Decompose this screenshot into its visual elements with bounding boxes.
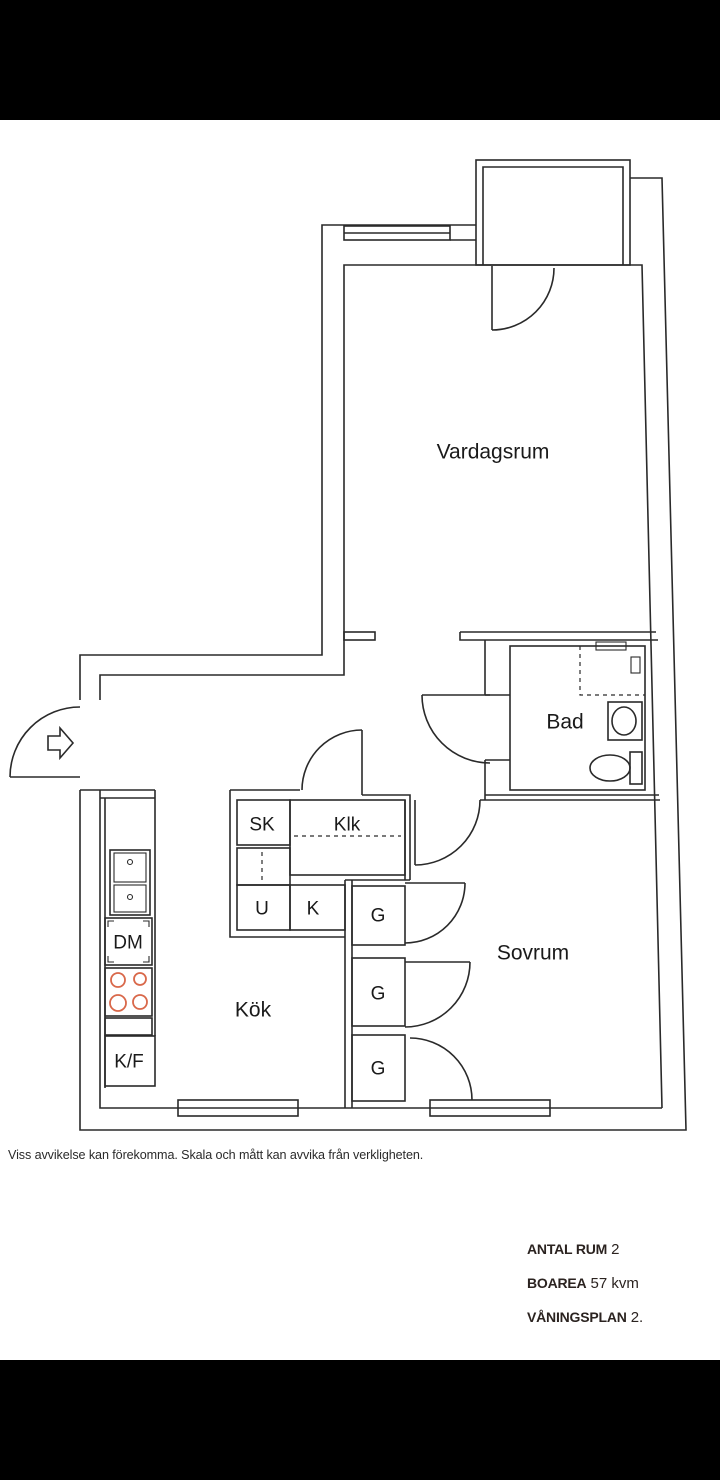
bathroom bbox=[509, 641, 646, 791]
summary-rooms-label: ANTAL RUM bbox=[527, 1241, 608, 1257]
door-entrance bbox=[9, 706, 81, 778]
door-closet-g-2 bbox=[404, 961, 471, 1028]
door-closet-g-1 bbox=[404, 882, 466, 944]
room-label-kok: Kök bbox=[235, 999, 272, 1022]
fridge-freezer bbox=[104, 1035, 156, 1087]
door-balcony bbox=[491, 266, 555, 331]
closet-label-klk: Klk bbox=[334, 815, 361, 836]
room-label-bad: Bad bbox=[546, 711, 583, 734]
door-closet-g-3 bbox=[409, 1037, 473, 1101]
toilet-icon bbox=[589, 751, 643, 785]
shelf-icon bbox=[595, 641, 627, 651]
floor-plan-sheet bbox=[0, 120, 720, 1360]
closet-g-2 bbox=[351, 957, 406, 1027]
closet-label-sk: SK bbox=[249, 815, 275, 836]
summary-area-label: BOAREA bbox=[527, 1275, 587, 1291]
top-black-bar bbox=[0, 0, 720, 120]
stove-icon bbox=[104, 967, 153, 1017]
interior-walls bbox=[80, 631, 660, 1108]
room-label-vardagsrum: Vardagsrum bbox=[437, 441, 550, 464]
summary-area-value: 57 kvm bbox=[590, 1275, 639, 1292]
room-label-sovrum: Sovrum bbox=[497, 942, 569, 965]
closet-klk bbox=[289, 799, 406, 876]
closet-k bbox=[289, 884, 346, 931]
kitchen-sink-icon bbox=[109, 849, 151, 916]
entrance-arrow-icon bbox=[47, 725, 75, 761]
door-bathroom bbox=[421, 694, 491, 764]
doors bbox=[9, 266, 555, 1101]
disclaimer-text: Viss avvikelse kan förekomma. Skala och … bbox=[8, 1148, 424, 1162]
closet-block bbox=[236, 799, 406, 1102]
balcony bbox=[475, 159, 631, 266]
closet-label-g-2: G bbox=[371, 984, 386, 1005]
washbasin-icon bbox=[607, 701, 643, 741]
counter-segment bbox=[104, 1017, 153, 1036]
closet-g-3 bbox=[351, 1034, 406, 1102]
dishwasher bbox=[104, 917, 153, 966]
bottom-black-bar bbox=[0, 1360, 720, 1480]
door-klk bbox=[301, 729, 363, 795]
closet-sk-lower bbox=[236, 847, 291, 886]
summary-floor-value: 2. bbox=[630, 1309, 644, 1326]
room-labels: Vardagsrum Bad Sovrum Kök SK Klk U K G G… bbox=[113, 441, 583, 1080]
appliance-label-dm: DM bbox=[113, 933, 143, 954]
closet-label-g-1: G bbox=[371, 906, 386, 927]
summary-floor-label: VÅNINGSPLAN bbox=[527, 1309, 627, 1325]
tap-icon bbox=[630, 656, 641, 674]
windows bbox=[177, 225, 551, 1117]
door-bedroom bbox=[414, 799, 481, 866]
closet-label-k: K bbox=[307, 899, 320, 920]
summary-rooms-value: 2 bbox=[611, 1241, 620, 1258]
closet-g-1 bbox=[351, 885, 406, 946]
closet-label-g-3: G bbox=[371, 1059, 386, 1080]
closet-label-u: U bbox=[255, 899, 269, 920]
appliance-label-kf: K/F bbox=[114, 1052, 144, 1073]
kitchen-counter bbox=[104, 798, 156, 1088]
